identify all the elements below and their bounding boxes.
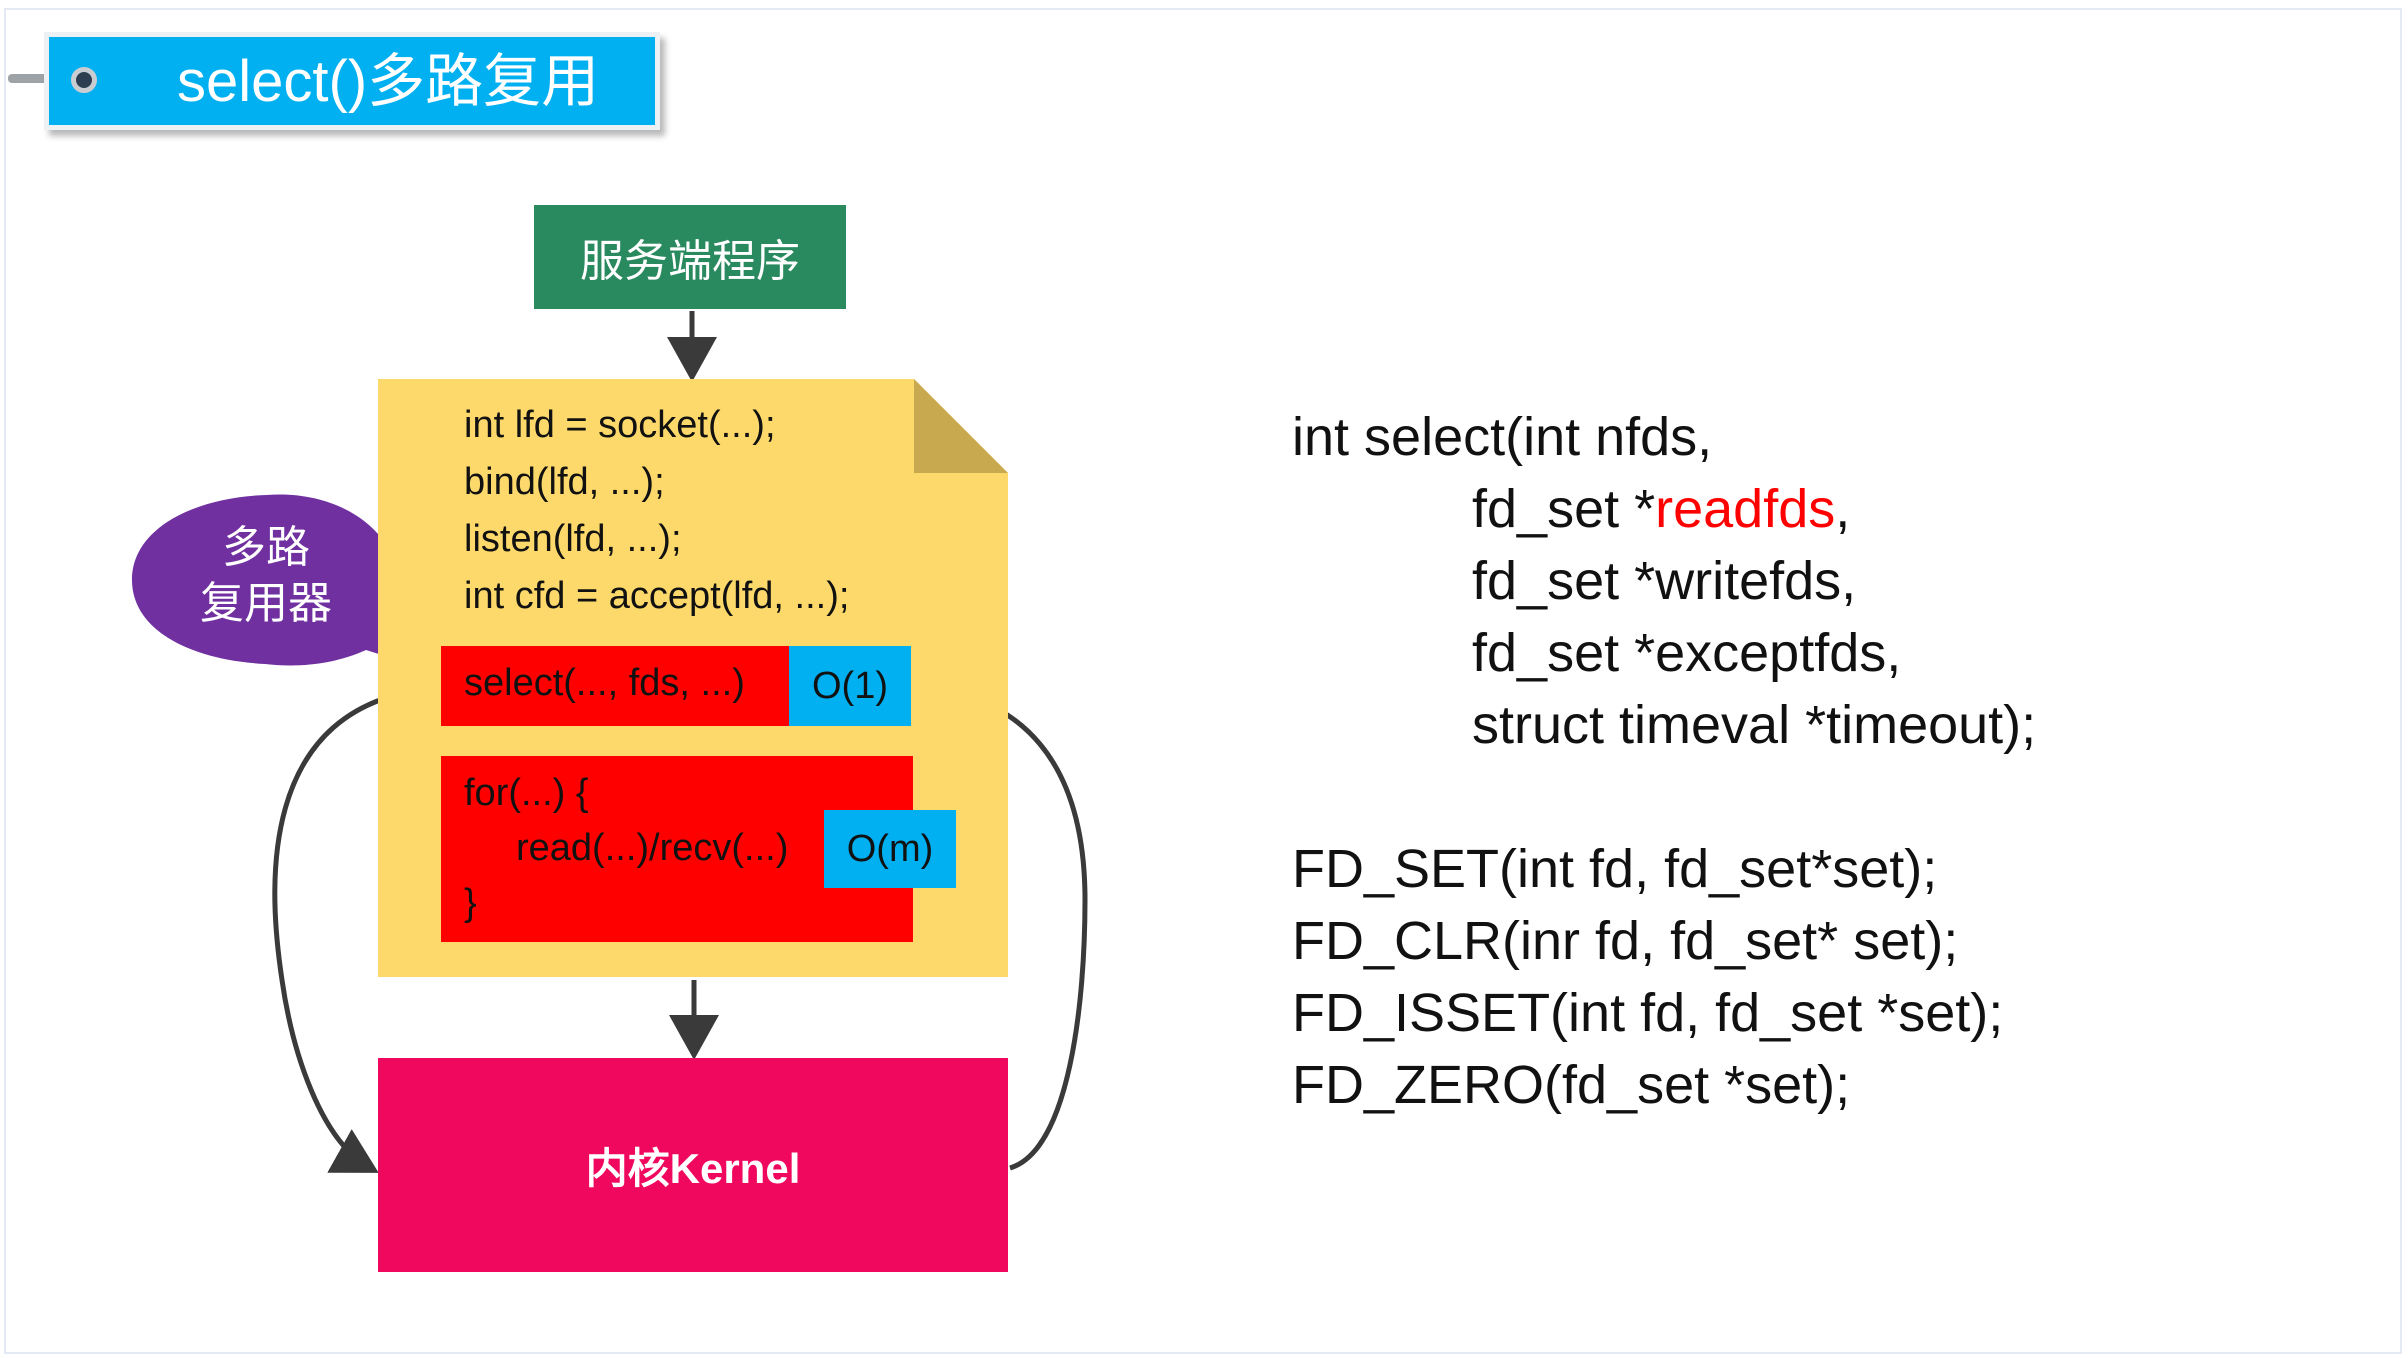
- macro-fd-isset: FD_ISSET(int fd, fd_set *set);: [1292, 983, 2004, 1043]
- multiplexer-label-line2: 复用器: [200, 578, 332, 629]
- arrow-select-to-kernel: [272, 685, 441, 1173]
- code-line-listen: listen(lfd, ...);: [464, 518, 682, 560]
- slide-frame: [4, 8, 2402, 1354]
- signature-line-3: fd_set *writefds,: [1472, 551, 1857, 611]
- multiplexer-label-line1: 多路: [222, 522, 310, 573]
- macro-fd-set: FD_SET(int fd, fd_set*set);: [1292, 839, 1938, 899]
- loop-cost-badge: O(m): [824, 810, 956, 888]
- readfds-highlight: readfds: [1655, 479, 1836, 539]
- kernel-box: 内核Kernel: [378, 1058, 1008, 1272]
- code-line-bind: bind(lfd, ...);: [464, 461, 665, 503]
- code-line-accept: int cfd = accept(lfd, ...);: [464, 575, 850, 617]
- page-title: select()多路复用: [177, 49, 600, 114]
- multiplexer-label: 多路 复用器: [150, 520, 382, 632]
- signature-line-2-prefix: fd_set *: [1472, 479, 1656, 539]
- signature-line-2-suffix: ,: [1835, 479, 1851, 539]
- signature-line-1: int select(int nfds,: [1292, 407, 1713, 467]
- signature-line-2: fd_set *readfds,: [1472, 478, 1850, 540]
- title-tag: select()多路复用: [44, 32, 660, 130]
- macro-fd-zero: FD_ZERO(fd_set *set);: [1292, 1055, 1851, 1115]
- loop-line-read: read(...)/recv(...): [516, 827, 789, 869]
- loop-line-for: for(...) {: [464, 772, 589, 814]
- select-call-block: [441, 646, 789, 726]
- signature-line-4: fd_set *exceptfds,: [1472, 623, 1902, 683]
- select-cost-badge: O(1): [789, 646, 911, 726]
- loop-line-close: }: [464, 882, 477, 924]
- code-line-socket: int lfd = socket(...);: [464, 404, 776, 446]
- macro-fd-clr: FD_CLR(inr fd, fd_set* set);: [1292, 911, 1959, 971]
- server-program-box: 服务端程序: [534, 205, 846, 309]
- bubble-shape: [132, 494, 424, 668]
- pin-icon: [71, 67, 97, 93]
- select-call-text: select(..., fds, ...): [464, 662, 745, 704]
- signature-line-5: struct timeval *timeout);: [1472, 695, 2037, 755]
